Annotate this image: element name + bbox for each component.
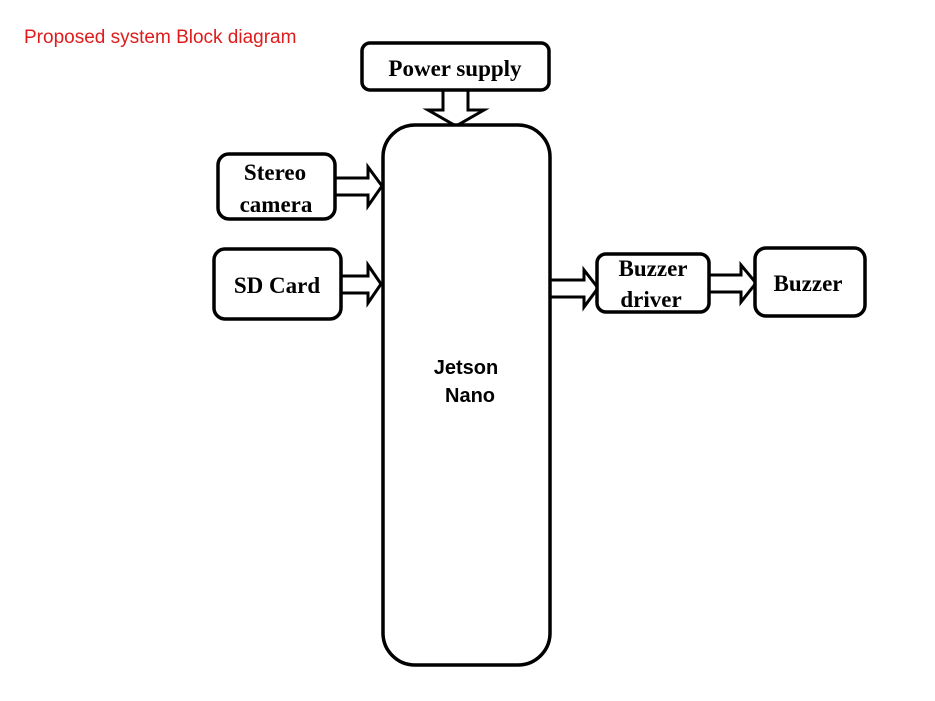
block-buzzer: Buzzer (753, 246, 867, 318)
buzzer-driver-label-line1: Buzzer (619, 256, 688, 281)
buzzer-label: Buzzer (774, 271, 843, 296)
block-power-supply: Power supply (360, 41, 551, 92)
block-sd-card: SD Card (212, 247, 343, 321)
power-supply-label: Power supply (388, 56, 522, 81)
arrow-power-to-jetson (422, 88, 490, 128)
arrow-sdcard-to-jetson (339, 260, 383, 308)
arrow-driver-to-buzzer (707, 260, 758, 307)
block-buzzer-driver: Buzzer driver (595, 252, 711, 314)
arrow-camera-to-jetson (333, 162, 384, 211)
arrow-jetson-to-driver (548, 265, 600, 312)
buzzer-driver-label-line2: driver (620, 287, 681, 312)
block-jetson-nano: Jetson Nano (381, 123, 552, 667)
jetson-nano-label-line2: Nano (445, 385, 495, 407)
diagram-title: Proposed system Block diagram (24, 27, 297, 48)
block-stereo-camera: Stereo camera (216, 152, 337, 221)
jetson-nano-label-line1: Jetson (434, 357, 498, 379)
sd-card-label: SD Card (234, 273, 320, 298)
stereo-camera-label-line1: Stereo (244, 160, 306, 185)
stereo-camera-label-line2: camera (240, 192, 313, 217)
